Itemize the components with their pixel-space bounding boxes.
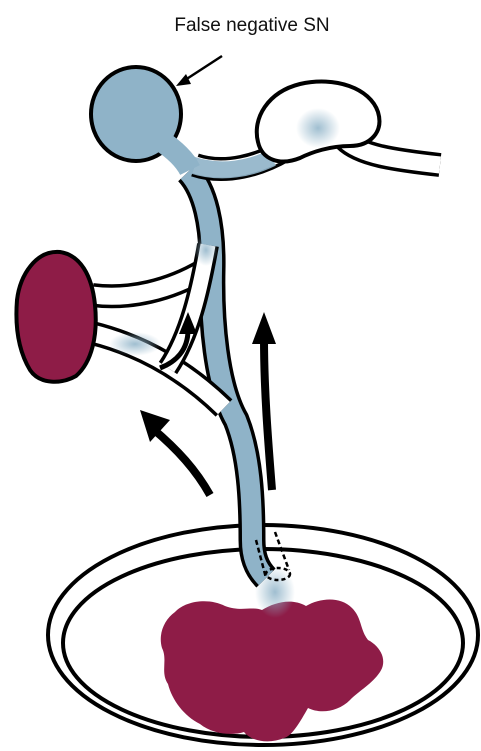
- arrow-right-flow: [264, 338, 272, 490]
- arrow-left-flow: [152, 428, 210, 495]
- metastatic-lymph-node: [16, 252, 95, 382]
- second-node-uptake: [296, 108, 340, 148]
- arrow-right-head: [252, 312, 276, 344]
- false-negative-label: False negative SN: [174, 15, 329, 36]
